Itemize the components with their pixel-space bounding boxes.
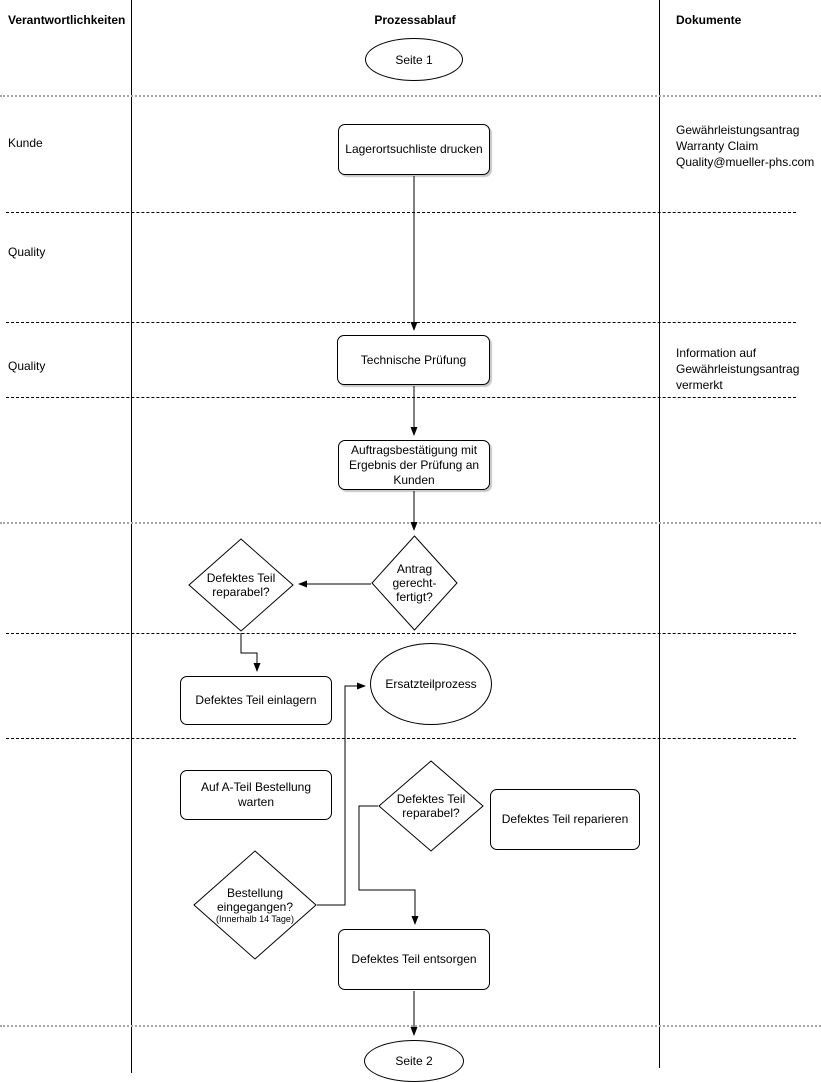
node-wait-for-a-part-order[interactable]: Auf A-Teil Bestellung warten [180,770,332,820]
edge-repairable2-to-dispose [358,805,419,925]
node-dispose-defective-part[interactable]: Defektes Teil entsorgen [338,929,490,990]
edge-repairable-to-store [240,633,261,672]
node-order-confirmation[interactable]: Auftragsbestätigung mit Ergebnis der Prü… [338,440,490,490]
lane-divider-left [131,0,132,1073]
node-label: Defektes Teil entsorgen [351,952,477,966]
node-label: Defektes Teil einlagern [195,693,317,707]
lane-label-quality-1: Quality [8,245,46,259]
column-header-responsibilities: Verantwortlichkeiten [8,13,126,27]
lane-label-kunde: Kunde [8,136,43,150]
diamond-shape [188,538,294,632]
node-order-received-decision[interactable]: Bestellung eingegangen? (Innerhalb 14 Ta… [193,850,317,960]
diamond-shape [371,535,458,631]
node-label: Seite 2 [395,1054,433,1068]
node-label: Lagerortsuchliste drucken [345,142,483,156]
row-separator-line [6,738,796,739]
document-note-warranty-claim: Gewährleistungsantrag Warranty Claim Qua… [676,123,815,169]
page-break-line [0,1025,821,1027]
node-label: Technische Prüfung [360,352,467,367]
lane-divider-right [659,0,660,1068]
column-header-documents: Dokumente [676,13,742,27]
row-separator-line [6,322,796,323]
node-label: Auftragsbestätigung mit Ergebnis der Prü… [348,442,480,487]
row-separator-line [6,397,796,398]
node-store-defective-part[interactable]: Defektes Teil einlagern [180,676,332,725]
node-part-repairable-decision-2[interactable]: Defektes Teil reparabel? [378,760,484,852]
node-label: Ersatzteilprozess [385,677,477,691]
node-repair-defective-part[interactable]: Defektes Teil reparieren [490,789,640,850]
document-note-information: Information auf Gewährleistungsantrag ve… [676,346,800,392]
node-page1-start[interactable]: Seite 1 [365,38,463,81]
node-page2-end[interactable]: Seite 2 [364,1040,464,1082]
edge-order-received-to-spare-process [317,682,366,906]
diamond-shape [378,760,484,852]
row-separator-line [6,212,796,213]
node-technical-check[interactable]: Technische Prüfung [337,335,490,385]
lane-label-quality-2: Quality [8,359,46,373]
row-separator-line [6,633,796,634]
page-break-line [0,95,821,97]
node-label: Defektes Teil reparabel? [396,792,466,820]
column-header-process: Prozessablauf [374,13,456,27]
node-claim-justified-decision[interactable]: Antrag gerecht- fertigt? [371,535,458,631]
order-received-question: Bestellung eingegangen? [216,885,294,914]
node-label: Defektes Teil reparieren [501,812,629,826]
diamond-shape [193,850,317,960]
node-spare-part-process[interactable]: Ersatzteilprozess [370,643,492,725]
node-print-storage-list[interactable]: Lagerortsuchliste drucken [338,124,490,175]
node-part-repairable-decision-1[interactable]: Defektes Teil reparabel? [188,538,294,632]
order-received-timeframe: (Innerhalb 14 Tage) [216,913,294,924]
node-label: Seite 1 [395,52,433,67]
node-label: Bestellung eingegangen? (Innerhalb 14 Ta… [193,850,317,960]
node-label: Auf A-Teil Bestellung warten [200,780,312,809]
node-label: Defektes Teil reparabel? [206,571,276,599]
node-label: Antrag gerecht- fertigt? [392,562,437,604]
